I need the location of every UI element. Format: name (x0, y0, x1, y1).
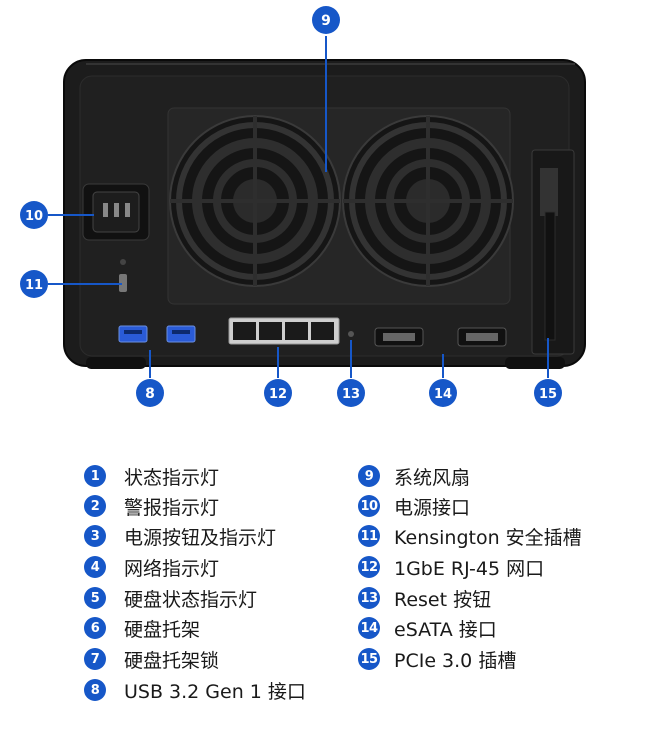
legend-number: 6 (84, 617, 106, 639)
reset-button (348, 331, 354, 337)
rj45-ports (228, 317, 340, 345)
legend-item: 8 USB 3.2 Gen 1 接口 (84, 677, 306, 703)
callout-9: 9 (312, 6, 340, 34)
svg-text:10: 10 (25, 209, 43, 224)
pcie-slot (531, 149, 575, 355)
legend-number: 3 (84, 525, 106, 547)
legend-label: 1GbE RJ-45 网口 (394, 557, 545, 580)
callout-12: 12 (264, 379, 292, 407)
legend-item: 7 硬盘托架锁 (84, 646, 219, 672)
legend-item: 14 eSATA 接口 (358, 615, 497, 641)
legend-label: 电源接口 (394, 496, 471, 519)
legend-number: 15 (358, 648, 380, 670)
svg-text:11: 11 (25, 278, 43, 293)
kensington-slot (119, 259, 127, 292)
svg-text:15: 15 (539, 387, 557, 402)
system-fans (167, 107, 514, 305)
callout-14: 14 (429, 379, 457, 407)
callout-8: 8 (136, 379, 164, 407)
legend-number: 13 (358, 587, 380, 609)
legend-label: 硬盘托架 (124, 618, 201, 641)
legend-number: 7 (84, 648, 106, 670)
fan-right (342, 115, 514, 287)
legend-label: Kensington 安全插槽 (394, 526, 582, 549)
legend-number: 1 (84, 465, 106, 487)
callout-11: 11 (20, 270, 48, 298)
legend-label: PCIe 3.0 插槽 (394, 649, 517, 672)
legend-item: 2 警报指示灯 (84, 493, 219, 519)
legend-label: 系统风扇 (394, 466, 471, 489)
legend-item: 9 系统风扇 (358, 463, 470, 489)
callout-10: 10 (20, 201, 48, 229)
legend-item: 13 Reset 按钮 (358, 585, 491, 611)
legend-label: eSATA 接口 (394, 618, 497, 641)
legend-item: 4 网络指示灯 (84, 554, 219, 580)
legend-number: 11 (358, 525, 380, 547)
legend-item: 15 PCIe 3.0 插槽 (358, 646, 516, 672)
legend-label: 警报指示灯 (124, 496, 220, 519)
legend-number: 5 (84, 587, 106, 609)
legend-number: 8 (84, 679, 106, 701)
svg-text:12: 12 (269, 387, 287, 402)
callout-15: 15 (534, 379, 562, 407)
legend-item: 3 电源按钮及指示灯 (84, 523, 276, 549)
legend-number: 12 (358, 556, 380, 578)
leader-lines (48, 36, 549, 378)
legend-label: USB 3.2 Gen 1 接口 (124, 680, 306, 703)
legend-label: 硬盘状态指示灯 (124, 588, 258, 611)
esata-ports (374, 327, 507, 347)
legend-item: 10 电源接口 (358, 493, 470, 519)
legend-number: 4 (84, 556, 106, 578)
svg-text:13: 13 (342, 387, 360, 402)
legend-item: 5 硬盘状态指示灯 (84, 585, 257, 611)
legend-number: 9 (358, 465, 380, 487)
legend-label: 状态指示灯 (124, 466, 220, 489)
legend-item: 6 硬盘托架 (84, 615, 200, 641)
legend-number: 14 (358, 617, 380, 639)
svg-text:14: 14 (434, 387, 452, 402)
legend-number: 10 (358, 495, 380, 517)
power-connector (82, 183, 150, 241)
callout-13: 13 (337, 379, 365, 407)
legend-item: 11 Kensington 安全插槽 (358, 523, 582, 549)
legend-label: 硬盘托架锁 (124, 649, 220, 672)
svg-text:8: 8 (145, 386, 155, 402)
legend-label: 电源按钮及指示灯 (124, 526, 277, 549)
legend-label: 网络指示灯 (124, 557, 220, 580)
legend-item: 12 1GbE RJ-45 网口 (358, 554, 544, 580)
legend-label: Reset 按钮 (394, 588, 492, 611)
fan-left (169, 115, 341, 287)
legend-number: 2 (84, 495, 106, 517)
usb-ports (118, 325, 196, 343)
svg-text:9: 9 (321, 13, 331, 29)
legend-item: 1 状态指示灯 (84, 463, 219, 489)
